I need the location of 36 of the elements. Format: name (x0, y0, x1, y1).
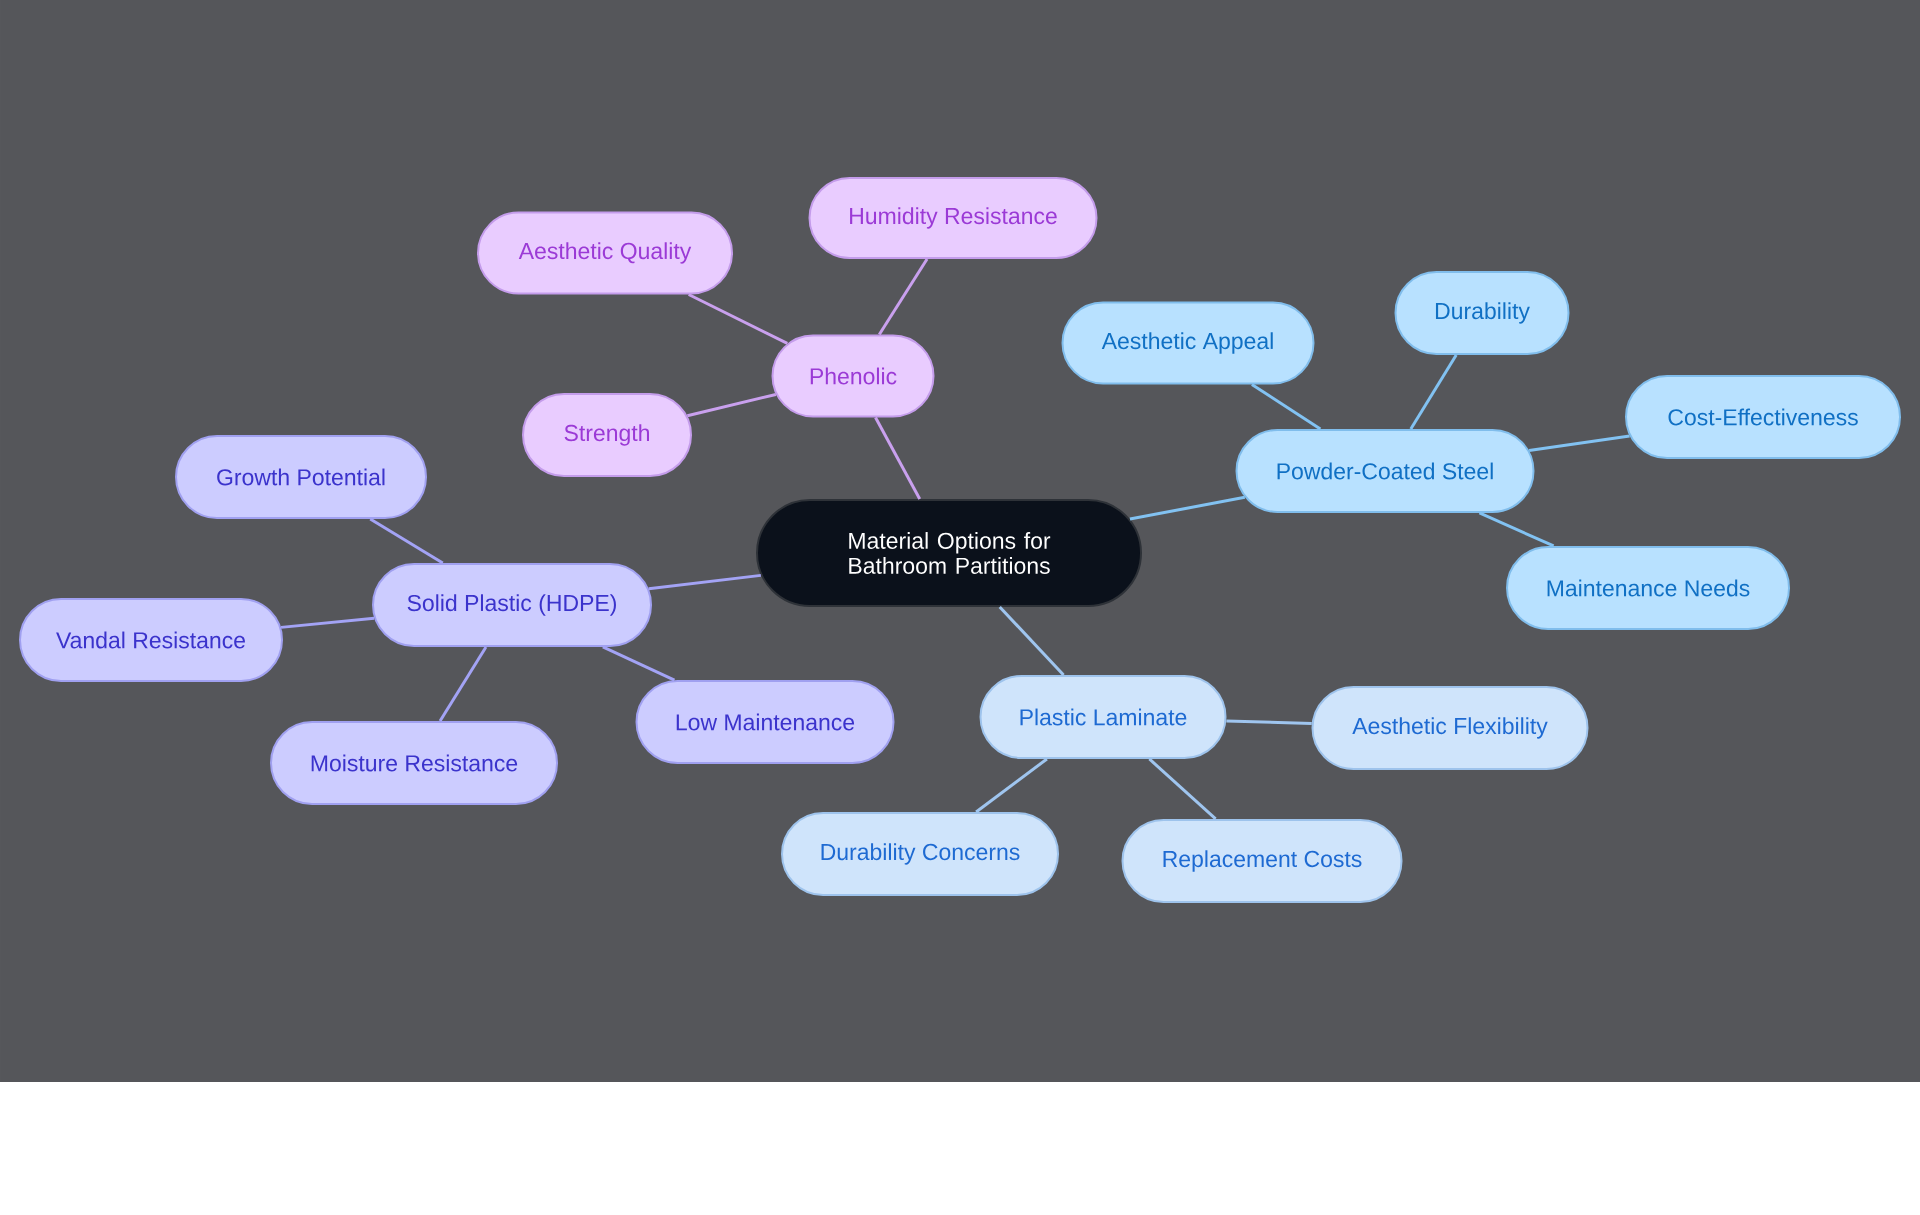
connector-line (1148, 757, 1217, 821)
connector-line (280, 616, 375, 629)
central-node: Material Options for Bathroom Partitions (756, 499, 1142, 607)
leaf-node: Growth Potential (175, 435, 427, 519)
connector-line (688, 293, 788, 345)
connector-line (648, 573, 762, 591)
connector-line (1528, 434, 1630, 452)
leaf-node: Maintenance Needs (1506, 546, 1790, 630)
connector-line (1251, 383, 1322, 431)
leaf-node: Humidity Resistance (808, 177, 1098, 259)
leaf-node: Durability (1394, 271, 1570, 355)
connector-line (438, 646, 488, 722)
leaf-node: Low Maintenance (635, 680, 895, 764)
branch-node: Powder-Coated Steel (1235, 429, 1535, 513)
leaf-node: Replacement Costs (1121, 819, 1403, 903)
leaf-node: Vandal Resistance (19, 598, 283, 682)
connector-line (602, 645, 676, 682)
connector-line (874, 416, 922, 500)
connector-line (1478, 511, 1555, 548)
connector-line (1226, 719, 1312, 726)
connector-line (998, 605, 1065, 676)
connector-line (878, 258, 929, 336)
leaf-node: Strength (522, 393, 692, 477)
leaf-node: Moisture Resistance (270, 721, 558, 805)
branch-node: Plastic Laminate (979, 675, 1227, 759)
leaf-node: Aesthetic Appeal (1061, 301, 1315, 385)
leaf-node: Aesthetic Quality (477, 211, 733, 295)
connector-line (686, 393, 777, 418)
leaf-node: Aesthetic Flexibility (1311, 686, 1589, 770)
leaf-node: Cost-Effectiveness (1625, 375, 1901, 459)
connector-line (1409, 354, 1458, 430)
branch-node: Solid Plastic (HDPE) (372, 563, 652, 647)
connector-line (369, 517, 444, 565)
leaf-node: Durability Concerns (781, 812, 1059, 896)
connector-line (1129, 495, 1246, 521)
connector-line (975, 757, 1048, 814)
